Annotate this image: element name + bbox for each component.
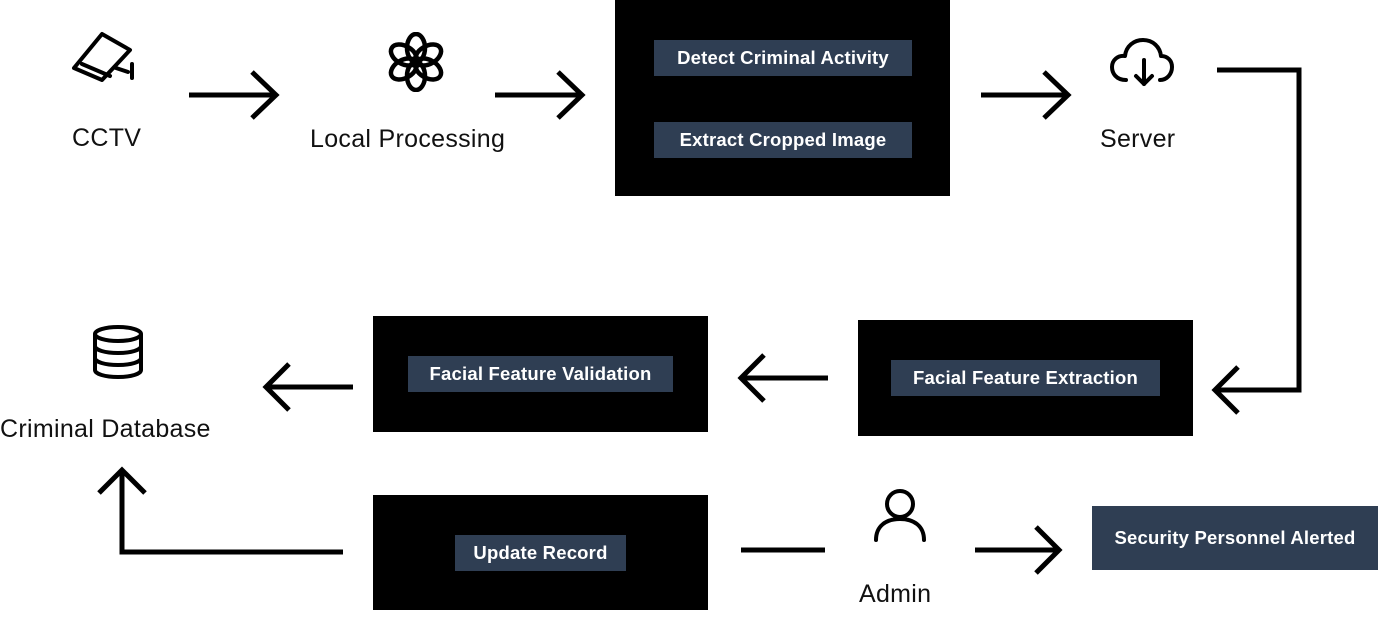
server-label: Server [1100, 125, 1176, 153]
update-record-step: Update Record [455, 535, 626, 571]
cctv-label: CCTV [72, 124, 142, 152]
detection-block [615, 0, 950, 196]
database-icon [93, 325, 143, 380]
detect-criminal-activity-step: Detect Criminal Activity [654, 40, 912, 76]
arrow-local-processing-to-detection [495, 70, 586, 120]
arrow-server-to-facial-feature-extraction [1211, 67, 1302, 415]
admin-label: Admin [859, 580, 932, 608]
arrow-detection-to-server [981, 70, 1072, 120]
arrow-update-record-to-criminal-database [97, 466, 343, 555]
openai-logo-icon [388, 32, 444, 92]
arrow-admin-to-security-alert [975, 525, 1063, 575]
user-icon [874, 489, 926, 542]
cloud-download-icon [1110, 38, 1174, 86]
arrow-extraction-to-validation [737, 353, 828, 403]
arrow-cctv-to-local-processing [189, 70, 280, 120]
criminal-database-label: Criminal Database [0, 415, 211, 443]
cctv-camera-icon [72, 32, 134, 82]
extract-cropped-image-step: Extract Cropped Image [654, 122, 912, 158]
security-personnel-alerted-box: Security Personnel Alerted [1092, 506, 1378, 570]
arrow-validation-to-criminal-database [262, 362, 353, 412]
facial-feature-validation-step: Facial Feature Validation [408, 356, 673, 392]
local-processing-label: Local Processing [310, 125, 506, 153]
facial-feature-extraction-step: Facial Feature Extraction [891, 360, 1160, 396]
